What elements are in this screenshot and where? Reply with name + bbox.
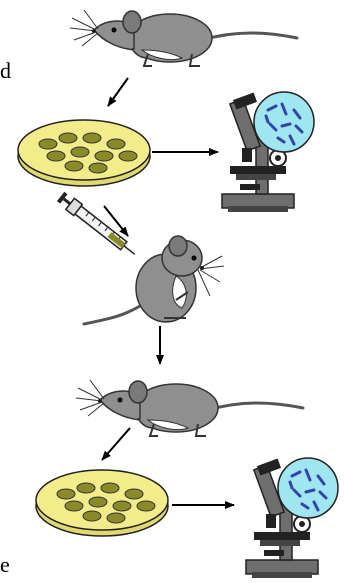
mouse-3 bbox=[76, 380, 303, 436]
edge-text-bottom: e bbox=[0, 552, 10, 578]
arrow-mouse3-to-plate2 bbox=[102, 428, 130, 460]
microscope-2 bbox=[246, 458, 338, 578]
syringe bbox=[56, 191, 139, 260]
microscope-1 bbox=[222, 92, 314, 212]
culture-plate-1 bbox=[18, 120, 150, 186]
mouse-1 bbox=[70, 10, 297, 66]
mouse-2 bbox=[84, 236, 224, 324]
culture-plate-2 bbox=[36, 470, 168, 536]
arrow-mouse1-to-plate1 bbox=[108, 78, 128, 106]
edge-text-top: d bbox=[0, 58, 11, 84]
